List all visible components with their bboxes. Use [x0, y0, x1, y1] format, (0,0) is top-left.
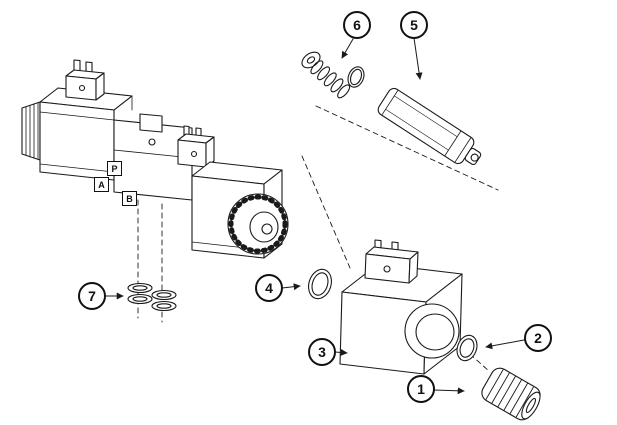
seal-rings-part7: [127, 282, 177, 312]
nut-part1: [481, 367, 541, 421]
leader-lines: [104, 37, 525, 395]
port-label-p: P: [107, 161, 122, 176]
coil-block-part3: [339, 239, 463, 375]
leader-line-5: [413, 37, 423, 80]
callout-5: 5: [400, 11, 428, 39]
port-label-a: A: [94, 177, 109, 192]
callout-4: 4: [255, 274, 283, 302]
tube-part5: [377, 87, 482, 166]
leader-line-1: [433, 387, 465, 395]
spring-and-washer-part6: [301, 51, 365, 99]
leader-line-3: [334, 348, 348, 356]
leader-line-2: [485, 339, 525, 350]
leader-line-4: [281, 283, 301, 291]
callout-2: 2: [524, 324, 552, 352]
callout-6: 6: [343, 11, 371, 39]
valve-assembly-drawing: [21, 59, 289, 259]
oring-part4: [308, 268, 332, 300]
oring-part2: [456, 334, 478, 362]
callout-7: 7: [78, 282, 106, 310]
callout-1: 1: [407, 375, 435, 403]
callout-3: 3: [308, 338, 336, 366]
port-label-b: B: [122, 191, 137, 206]
leader-line-6: [341, 38, 354, 59]
